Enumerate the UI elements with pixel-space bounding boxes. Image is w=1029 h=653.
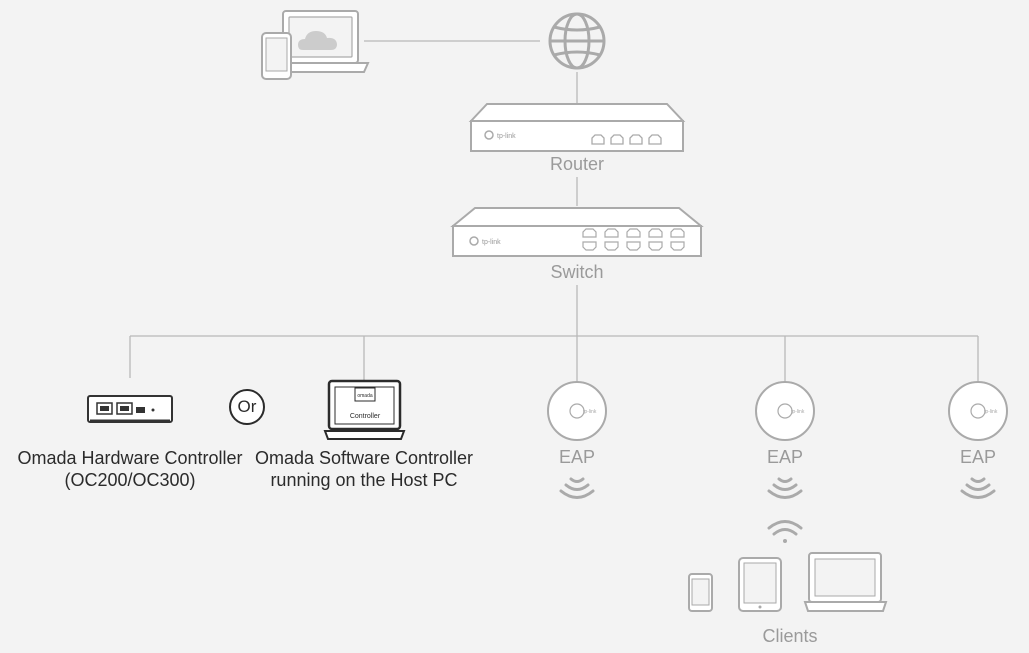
switch-brand: tp-link	[482, 239, 501, 246]
eap-3-brand: tp-link	[984, 409, 998, 415]
laptop-screen-logo: omada	[357, 393, 373, 399]
eap-1-brand: tp-link	[583, 409, 597, 415]
eap-1-label: EAP	[558, 447, 596, 467]
wifi-icon	[960, 477, 996, 499]
eap-2-label: EAP	[766, 447, 804, 467]
or-circle	[229, 389, 265, 425]
wifi-icon	[767, 477, 803, 499]
hardware-controller-label-line1: Omada Hardware Controller	[17, 448, 243, 468]
wifi-icon	[767, 520, 803, 543]
laptop-screen-label: Controller	[350, 413, 381, 420]
switch-icon: tp-link	[450, 207, 704, 257]
access-point-icon: tp-link	[547, 381, 607, 441]
laptop-icon	[803, 552, 888, 612]
laptop-controller-icon: omada Controller	[323, 379, 406, 440]
eap-2-brand: tp-link	[791, 409, 805, 415]
globe-icon	[548, 12, 606, 70]
wifi-icon	[559, 477, 595, 499]
software-controller-label: Omada Software Controller running on the…	[238, 447, 490, 491]
access-point-icon: tp-link	[755, 381, 815, 441]
software-controller-label-line1: Omada Software Controller	[254, 448, 474, 468]
hardware-controller-icon	[87, 395, 173, 423]
clients-label: Clients	[762, 626, 818, 646]
or-label: Or	[237, 397, 257, 416]
eap-3-label: EAP	[959, 447, 997, 467]
router-brand: tp-link	[497, 133, 516, 140]
connection-lines	[129, 40, 979, 383]
router-label: Router	[549, 154, 605, 174]
tablet-icon	[738, 557, 782, 612]
access-point-icon: tp-link	[948, 381, 1008, 441]
software-controller-label-line2: running on the Host PC	[270, 470, 458, 490]
switch-label: Switch	[550, 262, 604, 282]
router-icon: tp-link	[468, 103, 686, 152]
hardware-controller-label: Omada Hardware Controller (OC200/OC300)	[0, 447, 260, 491]
phone-icon	[688, 573, 713, 612]
hardware-controller-label-line2: (OC200/OC300)	[64, 470, 196, 490]
cloud-laptop-phone-icon	[261, 10, 370, 80]
